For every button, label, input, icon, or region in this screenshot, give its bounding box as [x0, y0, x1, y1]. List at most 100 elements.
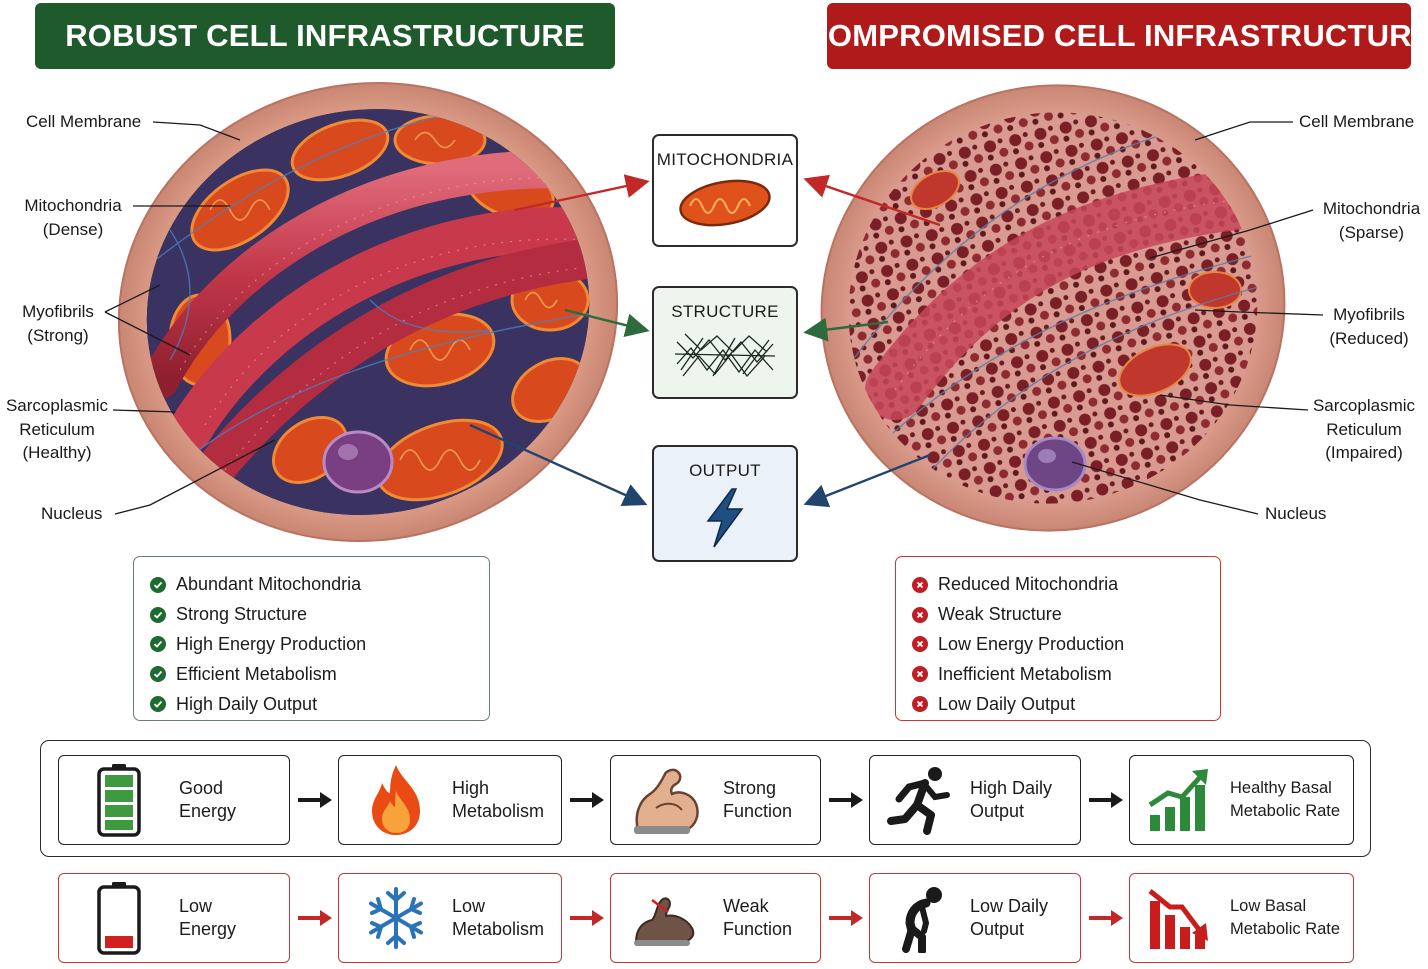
- list-item: Efficient Metabolism: [150, 659, 473, 689]
- label-cell-membrane-left: Cell Membrane: [26, 112, 142, 131]
- output-box-title: OUTPUT: [689, 461, 761, 480]
- arrow-right-icon: [570, 910, 604, 926]
- list-item-label: High Energy Production: [176, 633, 367, 654]
- check-icon: [150, 576, 166, 593]
- list-item-label: Low Energy Production: [938, 633, 1125, 654]
- label-sr-left-line3: (Healthy): [22, 443, 92, 462]
- label-nucleus-left: Nucleus: [41, 504, 103, 523]
- label-myofibrils-left: Myofibrils (Strong): [18, 300, 98, 347]
- label-mitochondria-left-line2: (Dense): [42, 219, 104, 239]
- check-icon: [150, 636, 166, 653]
- list-item: High Daily Output: [150, 689, 473, 719]
- chart-down-icon: [1130, 885, 1230, 951]
- structure-box-title: STRUCTURE: [671, 302, 779, 321]
- label-sr-right-line2: Reticulum: [1326, 419, 1402, 439]
- flow-card-line1: Low Daily: [970, 896, 1049, 916]
- flow-card-line1: Strong: [723, 778, 777, 798]
- fiber-network-icon: [674, 333, 776, 378]
- list-item: Reduced Mitochondria: [912, 570, 1204, 600]
- list-item: Low Daily Output: [912, 689, 1204, 719]
- running-person-icon: [870, 765, 970, 835]
- label-sr-left-line1: Sarcoplasmic: [5, 396, 109, 415]
- x-mark-icon: [912, 576, 928, 593]
- robust-status-panel: Abundant Mitochondria Strong Structure H…: [133, 556, 490, 721]
- x-mark-icon: [912, 666, 928, 683]
- label-nucleus-right: Nucleus: [1265, 504, 1327, 523]
- label-cell-membrane-right: Cell Membrane: [1299, 112, 1415, 131]
- label-myofibrils-right-line2: (Reduced): [1329, 328, 1409, 348]
- compromised-cell-illustration: [820, 84, 1286, 532]
- label-myofibrils-left-line2: (Strong): [27, 325, 89, 345]
- robust-banner: ROBUST CELL INFRASTRUCTURE: [35, 3, 615, 69]
- list-item: Weak Structure: [912, 600, 1204, 630]
- arrow-right-icon: [829, 792, 863, 808]
- flow-card-line1: Low: [452, 896, 486, 916]
- list-item-label: Weak Structure: [938, 604, 1062, 625]
- label-sarcoplasmic-reticulum-right: Sarcoplasmic Reticulum (Impaired): [1310, 394, 1418, 465]
- flow-card-line1: Healthy Basal: [1230, 779, 1332, 797]
- compromised-banner: COMPROMISED CELL INFRASTRUCTURE: [805, 3, 1428, 69]
- flame-icon: [339, 763, 452, 837]
- flow-card-line2: Energy: [179, 801, 237, 821]
- flow-card-line2: Output: [970, 801, 1025, 821]
- list-item: High Energy Production: [150, 630, 473, 660]
- list-item-label: Abundant Mitochondria: [176, 574, 362, 595]
- arrow-right-icon: [1089, 792, 1123, 808]
- arrow-right-icon: [829, 910, 863, 926]
- label-mitochondria-left: Mitochondria (Dense): [22, 194, 124, 241]
- list-item: Inefficient Metabolism: [912, 659, 1204, 689]
- x-mark-icon: [912, 696, 928, 713]
- flow-card-line2: Metabolism: [452, 801, 545, 821]
- flow-card-line1: High Daily: [970, 778, 1053, 798]
- output-box: OUTPUT: [652, 445, 798, 562]
- label-sr-left-line2: Reticulum: [19, 419, 95, 439]
- weak-arm-icon: [611, 888, 723, 948]
- label-mitochondria-right-line1: Mitochondria: [1322, 199, 1421, 218]
- x-mark-icon: [912, 636, 928, 653]
- chart-up-icon: [1130, 767, 1230, 833]
- flow-card-line1: High: [452, 778, 490, 798]
- list-item: Low Energy Production: [912, 630, 1204, 660]
- flow-card-line2: Function: [723, 801, 793, 821]
- arrow-right-icon: [298, 792, 332, 808]
- battery-full-icon: [59, 763, 179, 837]
- list-item-label: Low Daily Output: [938, 693, 1076, 714]
- list-item-label: High Daily Output: [176, 693, 318, 714]
- mitochondrion-icon: [679, 179, 771, 227]
- label-myofibrils-left-line1: Myofibrils: [22, 302, 94, 321]
- list-item-label: Efficient Metabolism: [176, 663, 337, 684]
- structure-box: STRUCTURE: [652, 286, 798, 399]
- label-sarcoplasmic-reticulum-left: Sarcoplasmic Reticulum (Healthy): [5, 394, 109, 465]
- robust-cell-illustration: [110, 80, 628, 550]
- flow-card-line2: Output: [970, 919, 1025, 939]
- label-myofibrils-right-line1: Myofibrils: [1333, 305, 1405, 324]
- label-mitochondria-left-line1: Mitochondria: [24, 196, 122, 215]
- list-item-label: Strong Structure: [176, 604, 308, 625]
- label-mitochondria-right: Mitochondria (Sparse): [1320, 197, 1423, 244]
- compromised-status-panel: Reduced Mitochondria Weak Structure Low …: [895, 556, 1221, 721]
- good-flow-frame: [40, 740, 1371, 857]
- flow-card-line2: Metabolism: [452, 919, 545, 939]
- check-icon: [150, 606, 166, 623]
- battery-low-icon: [59, 881, 179, 955]
- arrow-right-icon: [570, 792, 604, 808]
- flow-card-line2: Energy: [179, 919, 237, 939]
- check-icon: [150, 696, 166, 713]
